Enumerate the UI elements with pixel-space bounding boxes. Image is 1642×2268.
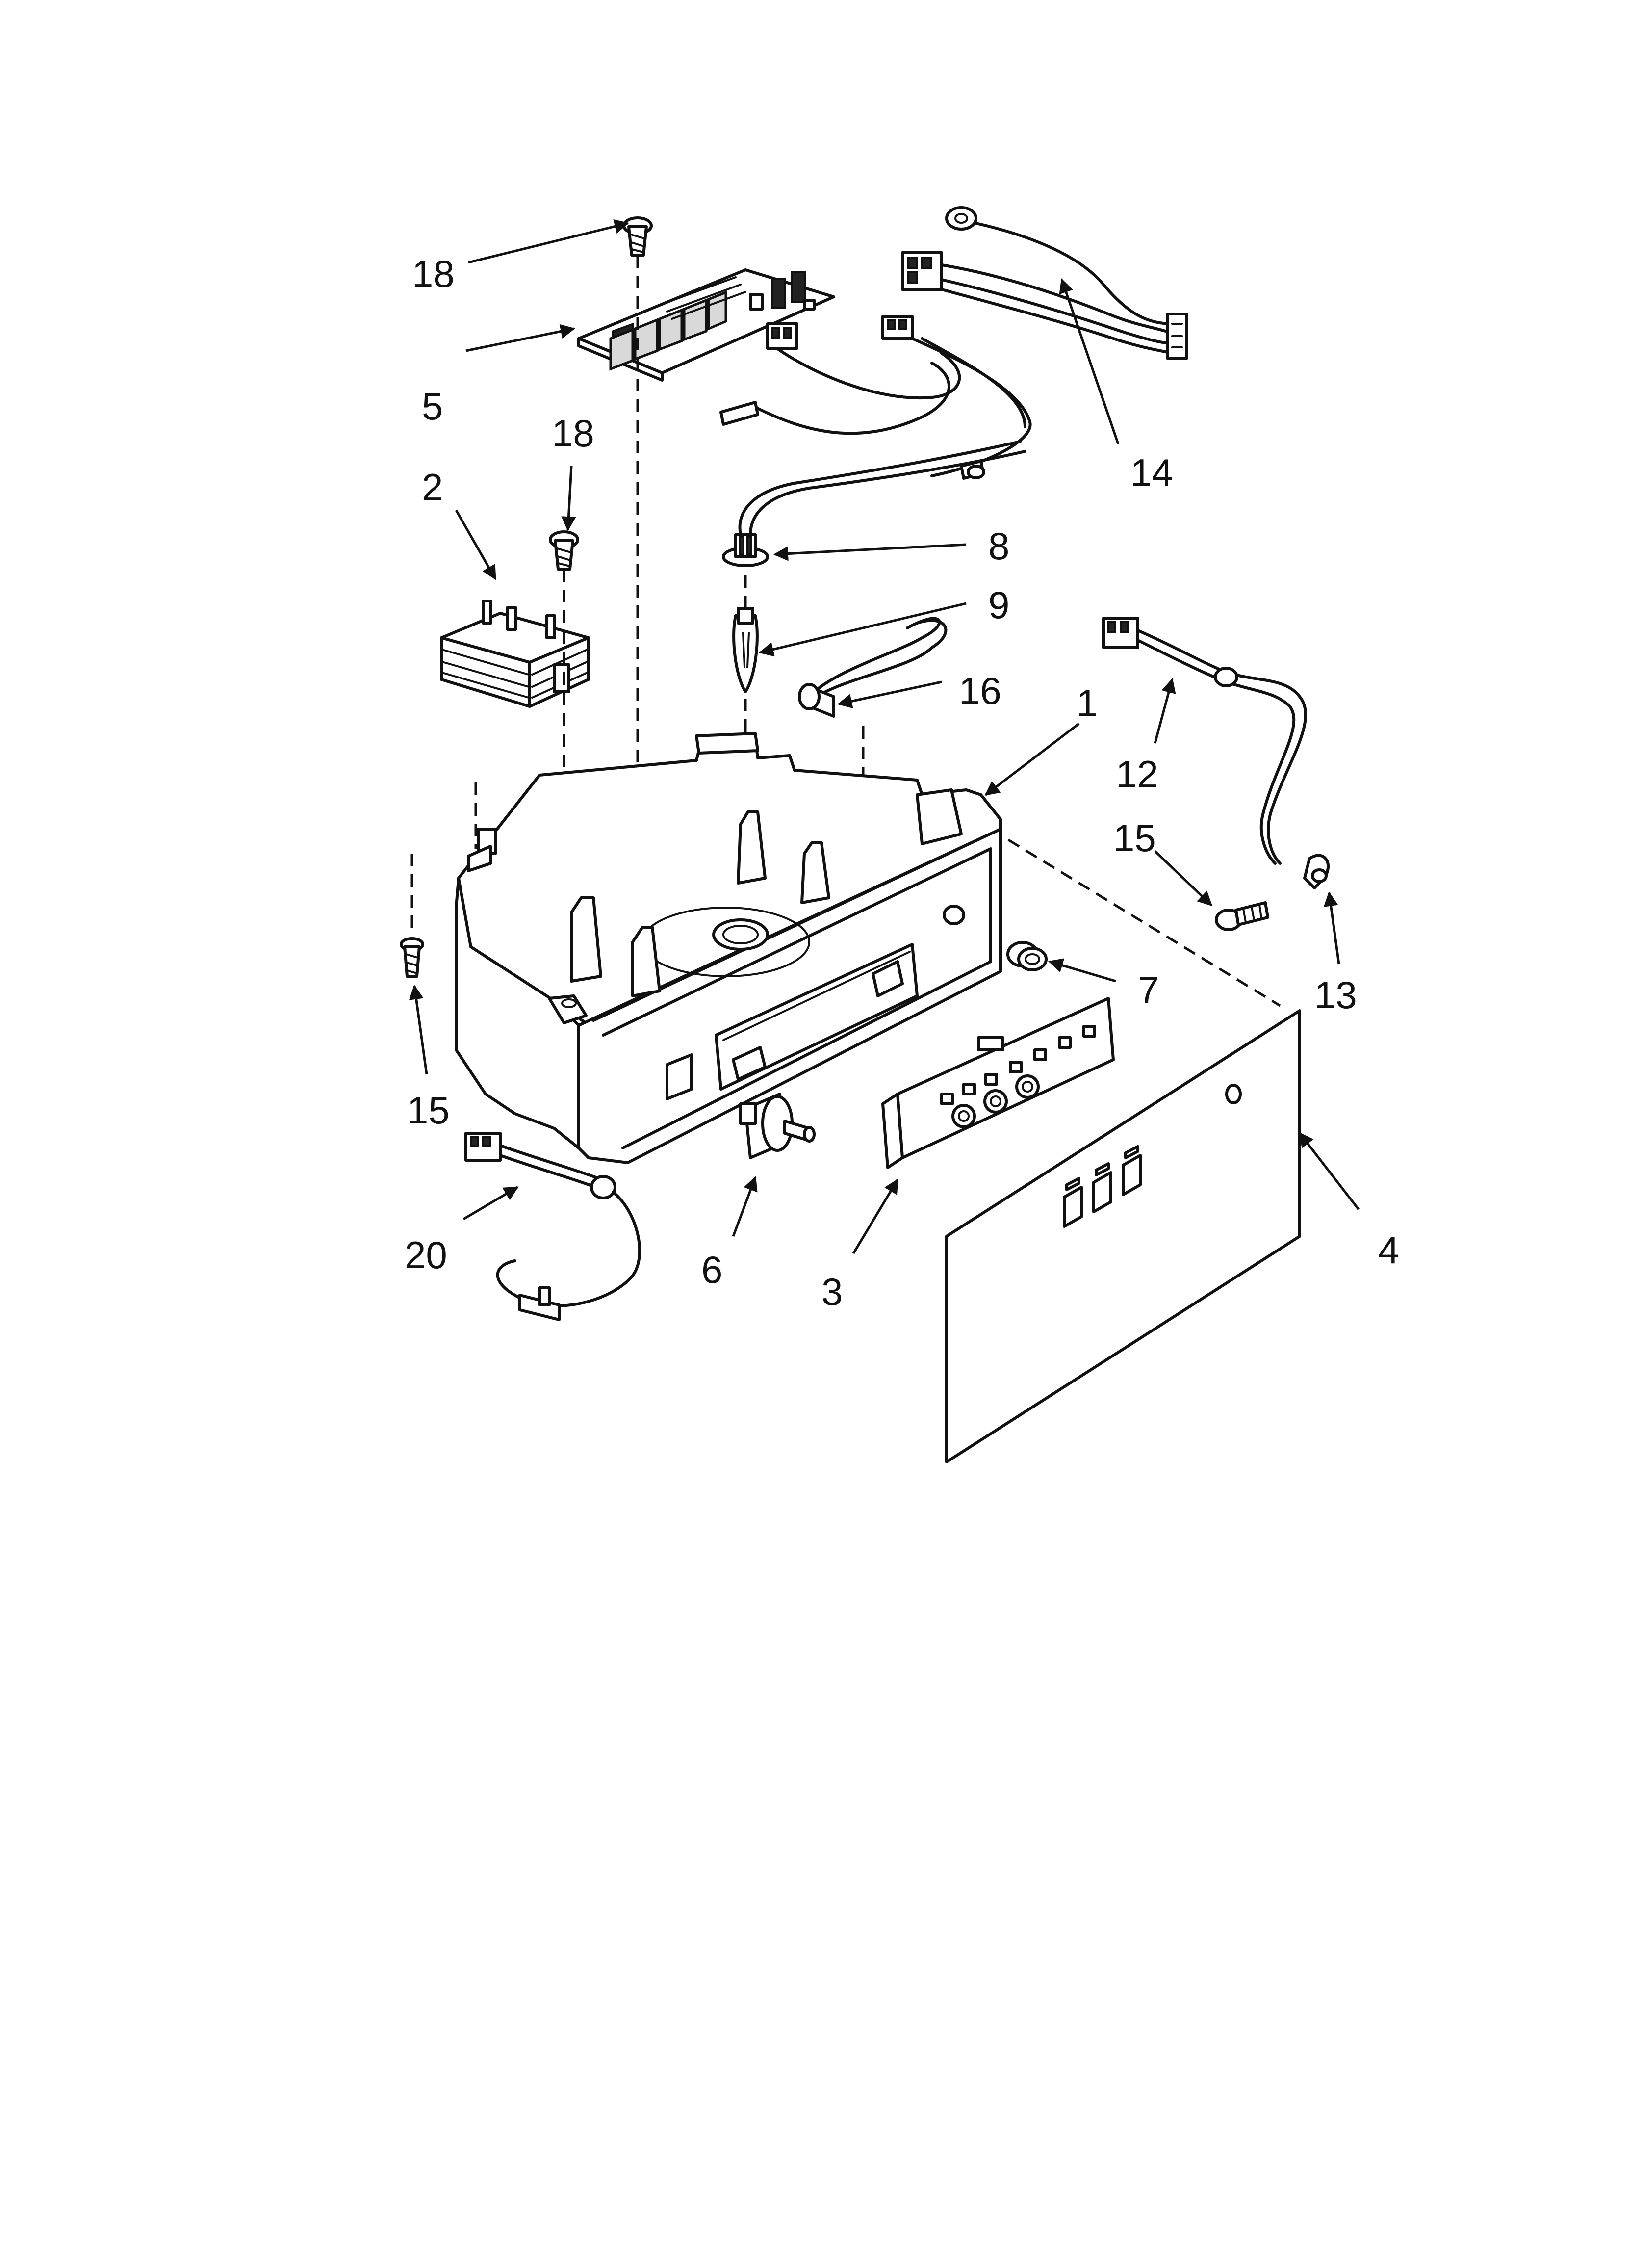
callout-labels: 18 5 18 2 14 8 9 16 1 12 15 13 7 15 20 6… — [405, 252, 1399, 1313]
lamp-socket-part — [722, 533, 769, 567]
callout-18-top: 18 — [412, 252, 455, 295]
screw-top-part — [622, 216, 653, 257]
screw-15-left-part — [400, 937, 424, 978]
control-board-part — [577, 268, 835, 382]
harness-20-part — [464, 1132, 641, 1321]
callout-12: 12 — [1116, 753, 1158, 796]
wire-clip-part — [1303, 854, 1330, 889]
overlay-button-group — [1063, 1145, 1142, 1228]
callout-6: 6 — [701, 1248, 722, 1291]
callout-16: 16 — [959, 669, 1001, 712]
transformer-part — [440, 600, 590, 708]
screw-transformer-part — [549, 530, 579, 571]
sensor-part — [798, 617, 948, 718]
screw-15-right-part — [1215, 901, 1269, 931]
leader-lines — [409, 219, 1360, 1254]
callout-9: 9 — [988, 583, 1009, 626]
lamp-wire-harness — [719, 315, 1032, 536]
callout-4: 4 — [1378, 1228, 1399, 1272]
callout-18-transformer: 18 — [552, 412, 594, 455]
callout-2: 2 — [422, 466, 443, 509]
callout-8: 8 — [988, 524, 1009, 568]
harness-12-part — [1102, 617, 1307, 865]
callout-13: 13 — [1314, 973, 1357, 1017]
harness-14-part — [901, 206, 1188, 360]
switch-panel-part — [881, 997, 1115, 1169]
relay-block — [609, 290, 727, 371]
callout-14: 14 — [1130, 451, 1173, 494]
light-bulb-part — [732, 607, 759, 693]
door-switch-part — [739, 1093, 816, 1159]
control-overlay-panel-part — [945, 1009, 1301, 1463]
control-housing-part — [455, 732, 1002, 1164]
indicator-light-part — [1006, 941, 1048, 971]
callout-15-left: 15 — [407, 1089, 450, 1132]
callout-1: 1 — [1077, 681, 1098, 725]
callout-7: 7 — [1138, 968, 1159, 1012]
callout-20: 20 — [405, 1233, 447, 1277]
callout-5: 5 — [422, 385, 443, 428]
callout-15-right: 15 — [1113, 816, 1156, 860]
callout-3: 3 — [821, 1270, 843, 1313]
